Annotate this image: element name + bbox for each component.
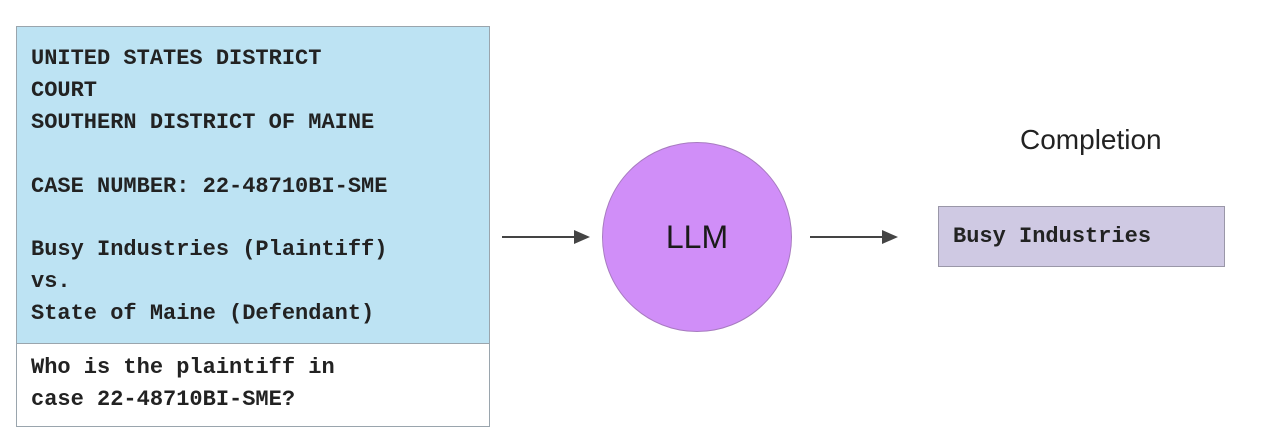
input-arrow xyxy=(502,230,590,244)
prompt-question-box: Who is the plaintiff in case 22-48710BI-… xyxy=(16,343,490,427)
document-line: Busy Industries (Plaintiff) xyxy=(31,237,388,262)
completion-heading: Completion xyxy=(1020,124,1162,155)
question-line: case 22-48710BI-SME? xyxy=(31,387,296,412)
question-line: Who is the plaintiff in xyxy=(31,355,335,380)
document-line: SOUTHERN DISTRICT OF MAINE xyxy=(31,110,375,135)
completion-text: Busy Industries xyxy=(953,224,1152,249)
document-line: UNITED STATES DISTRICT xyxy=(31,46,322,71)
document-line: COURT xyxy=(31,78,98,103)
llm-node: LLM xyxy=(602,142,792,332)
document-line: vs. xyxy=(31,269,71,294)
output-arrow xyxy=(810,230,898,244)
document-line: CASE NUMBER: 22-48710BI-SME xyxy=(31,174,388,199)
llm-label: LLM xyxy=(665,218,729,255)
completion-box: Busy Industries xyxy=(938,206,1225,267)
document-line: State of Maine (Defendant) xyxy=(31,301,375,326)
prompt-document-box: UNITED STATES DISTRICT COURT SOUTHERN DI… xyxy=(16,26,490,344)
